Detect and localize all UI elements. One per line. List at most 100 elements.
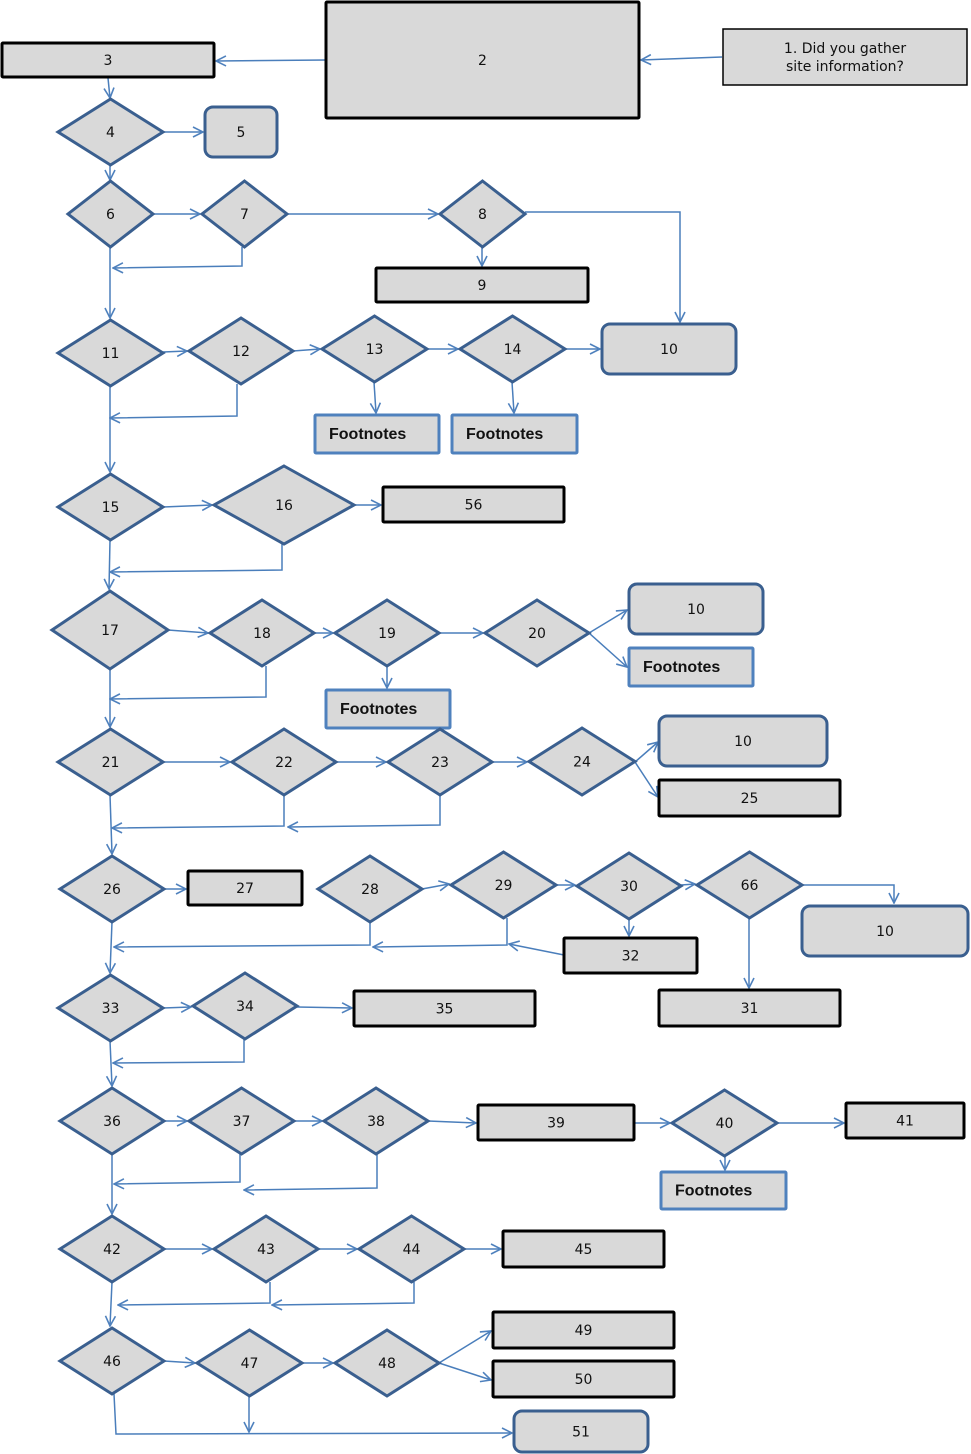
connector-arrow [634,742,658,763]
node-label: 10 [734,734,752,750]
decision-diamond-n26[interactable]: 26 [57,854,167,924]
node-label: 8 [478,207,487,223]
decision-diamond-n33[interactable]: 33 [55,973,166,1043]
decision-diamond-n13[interactable]: 13 [319,314,430,384]
process-box-n31[interactable]: 31 [657,988,842,1028]
node-label: 35 [436,1002,454,1018]
decision-diamond-n34[interactable]: 34 [190,971,300,1041]
connector-arrow [114,922,371,947]
terminal-box-n10b[interactable]: 10 [627,582,765,636]
decision-diamond-n17[interactable]: 17 [49,589,171,671]
node-label: 30 [620,879,638,895]
decision-diamond-n22[interactable]: 22 [229,727,339,797]
node-label: 33 [102,1001,120,1017]
terminal-box-n10a[interactable]: 10 [600,322,738,376]
footnotes-box-fn3[interactable]: Footnotes [627,646,755,688]
process-box-n39[interactable]: 39 [476,1103,636,1142]
terminal-box-n5[interactable]: 5 [203,105,279,159]
node-shape [385,727,495,797]
footnotes-box-fn1[interactable]: Footnotes [313,413,441,455]
node-label: Footnotes [329,426,406,443]
process-box-n41[interactable]: 41 [844,1101,966,1140]
connector-arrow [244,1154,378,1190]
process-box-n56[interactable]: 56 [381,485,566,524]
process-box-n9[interactable]: 9 [374,266,590,304]
decision-diamond-n11[interactable]: 11 [55,318,166,388]
decision-diamond-n4[interactable]: 4 [55,97,166,167]
node-shape [356,1214,467,1284]
process-box-n45[interactable]: 45 [501,1229,666,1269]
process-box-n32[interactable]: 32 [562,936,699,975]
connector-arrow [110,794,112,854]
node-shape [482,598,592,668]
connector-arrow [802,884,894,903]
node-label: 23 [431,755,449,771]
decision-diamond-n42[interactable]: 42 [57,1214,167,1284]
process-box-n49[interactable]: 49 [491,1310,676,1350]
decision-diamond-n16[interactable]: 16 [210,464,358,546]
decision-diamond-n24[interactable]: 24 [526,726,638,797]
decision-diamond-n48[interactable]: 48 [332,1328,442,1398]
process-box-n25[interactable]: 25 [657,778,842,818]
terminal-box-n51[interactable]: 51 [512,1409,650,1454]
decision-diamond-n30[interactable]: 30 [574,851,684,921]
process-box-n27[interactable]: 27 [186,869,304,907]
decision-diamond-n46[interactable]: 46 [57,1326,167,1396]
node-shape [491,1359,676,1399]
connector-arrow [438,1331,491,1364]
connector-arrow [512,381,514,413]
decision-diamond-n66[interactable]: 66 [694,850,805,920]
decision-diamond-n20[interactable]: 20 [482,598,592,668]
footnotes-box-fn2[interactable]: Footnotes [450,413,579,455]
decision-diamond-n19[interactable]: 19 [332,598,442,668]
decision-diamond-n15[interactable]: 15 [55,472,166,542]
process-box-n2[interactable]: 2 [324,0,641,120]
node-label: 15 [102,500,120,516]
node-label: 3 [104,53,113,69]
node-shape [526,726,638,797]
node-label: 16 [275,498,293,514]
terminal-box-n10d[interactable]: 10 [800,904,970,958]
node-shape [186,1086,297,1156]
decision-diamond-n8[interactable]: 8 [437,179,528,249]
decision-diamond-n21[interactable]: 21 [55,727,166,797]
connector-arrow [108,77,110,98]
node-label: 56 [465,498,483,514]
decision-diamond-n38[interactable]: 38 [321,1086,431,1156]
decision-diamond-n36[interactable]: 36 [57,1086,167,1156]
node-shape [800,904,970,958]
terminal-box-n10c[interactable]: 10 [657,714,829,768]
decision-diamond-n7[interactable]: 7 [199,179,290,249]
node-label: 11 [102,346,120,362]
decision-diamond-n6[interactable]: 6 [65,179,156,249]
decision-diamond-n18[interactable]: 18 [207,598,317,668]
connector-arrow [162,351,187,352]
decision-diamond-n44[interactable]: 44 [356,1214,467,1284]
decision-diamond-n12[interactable]: 12 [186,316,296,386]
node-label: 40 [716,1116,734,1132]
node-shape [207,598,317,668]
decision-diamond-n23[interactable]: 23 [385,727,495,797]
decision-diamond-n28[interactable]: 28 [315,854,425,924]
process-box-n3[interactable]: 3 [0,41,216,79]
node-shape [55,472,166,542]
node-shape [321,1086,431,1156]
decision-diamond-n29[interactable]: 29 [448,850,559,920]
decision-diamond-n37[interactable]: 37 [186,1086,297,1156]
connector-arrow [588,632,627,667]
process-box-n50[interactable]: 50 [491,1359,676,1399]
node-shape [190,971,300,1041]
node-label: 7 [240,207,249,223]
footnotes-box-fn5[interactable]: Footnotes [659,1170,788,1211]
node-label: Footnotes [675,1183,752,1200]
decision-diamond-n40[interactable]: 40 [669,1088,780,1158]
connector-arrow [163,1361,195,1363]
node-label: 34 [236,999,254,1015]
decision-diamond-n14[interactable]: 14 [457,314,568,384]
process-box-n35[interactable]: 35 [352,989,537,1028]
decision-diamond-n47[interactable]: 47 [194,1328,305,1398]
node-shape [450,413,579,455]
decision-diamond-n43[interactable]: 43 [211,1214,321,1284]
footnotes-box-fn4[interactable]: Footnotes [324,688,452,730]
